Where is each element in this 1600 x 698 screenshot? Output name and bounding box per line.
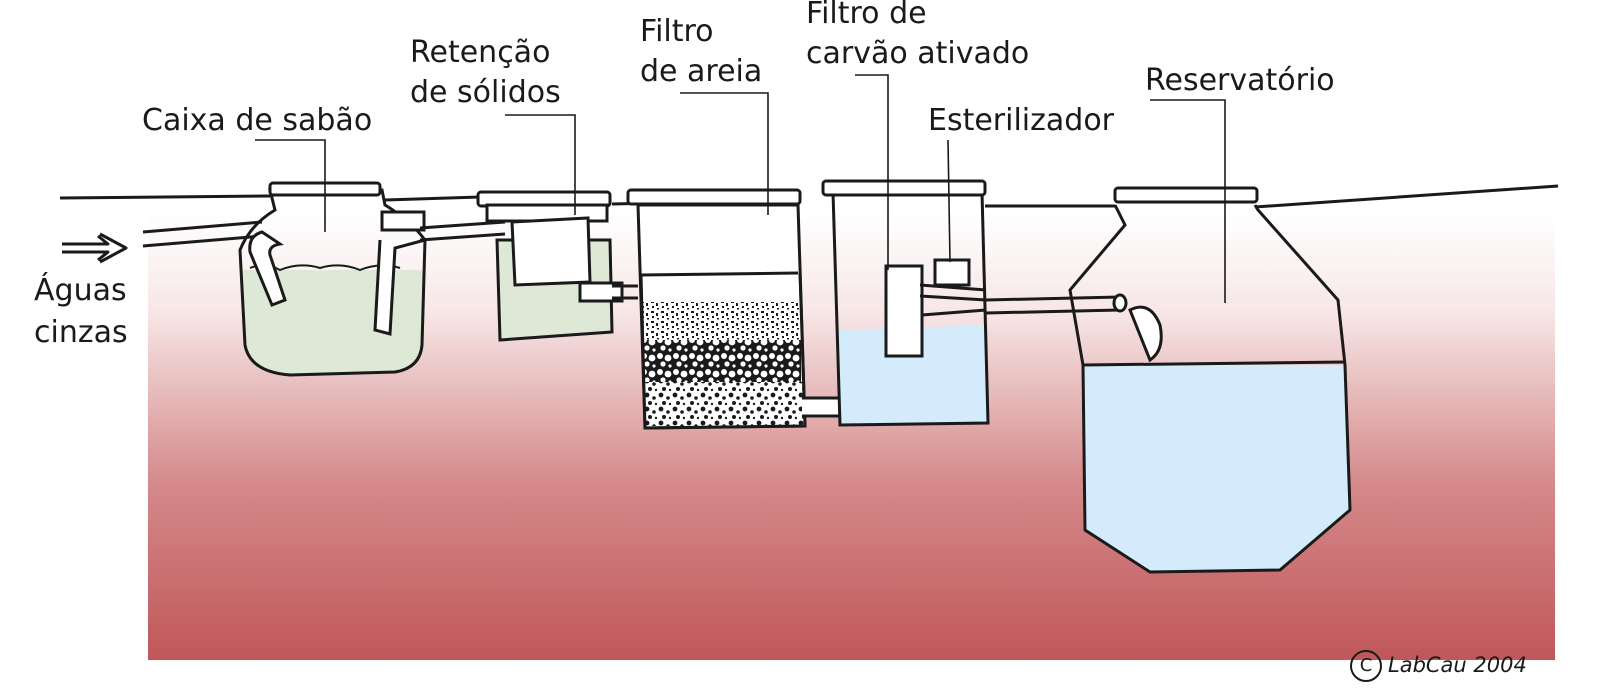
soap-box-label: Caixa de sabão bbox=[142, 103, 373, 138]
pipe-carbon-to-reservoir bbox=[985, 295, 1121, 315]
pipe-soap-to-solids bbox=[419, 220, 506, 242]
sand-filter-label-line1: Filtro bbox=[640, 14, 714, 49]
leader-lines bbox=[255, 74, 1226, 303]
sterilizer-label: Esterilizador bbox=[928, 103, 1115, 138]
sand-filter-label-line2: de areia bbox=[640, 54, 763, 89]
soap-box-tank bbox=[238, 181, 427, 377]
solids-retention-label-line2: de sólidos bbox=[410, 75, 561, 110]
copyright-text: LabCau 2004 bbox=[1388, 653, 1527, 677]
inlet-label-line1: Águas bbox=[34, 273, 127, 308]
reservoir-label: Reservatório bbox=[1145, 63, 1335, 98]
pipe-solids-to-sand bbox=[612, 284, 638, 300]
flow-arrow-icon bbox=[62, 232, 128, 264]
inlet-pipe bbox=[142, 220, 263, 248]
carbon-filter-label-line2: carvão ativado bbox=[806, 36, 1030, 71]
solids-retention-tank bbox=[476, 190, 624, 342]
copyright-icon: C bbox=[1350, 650, 1382, 682]
solids-retention-label-line1: Retenção bbox=[410, 35, 551, 70]
sand-filter-tank bbox=[626, 188, 852, 430]
carbon-filter-label-line1: Filtro de bbox=[806, 0, 927, 31]
carbon-filter-tank bbox=[821, 179, 990, 427]
reservoir-tank bbox=[1068, 186, 1352, 574]
inlet-label-line2: cinzas bbox=[34, 315, 128, 350]
